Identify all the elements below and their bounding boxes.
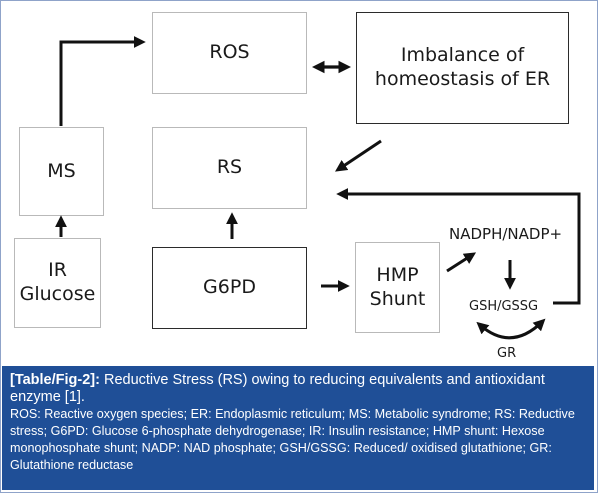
arrow-imbalance-to-rs xyxy=(335,139,382,172)
caption-title: Reductive Stress (RS) owing to reducing … xyxy=(10,372,545,405)
g6pd-box: G6PD xyxy=(152,247,307,329)
figure-caption: [Table/Fig-2]: Reductive Stress (RS) owi… xyxy=(2,366,594,490)
hmp-label-line2: Shunt xyxy=(369,287,426,310)
arrow-gsh-to-rs xyxy=(336,188,581,305)
imbalance-label-line1: Imbalance of xyxy=(400,44,525,67)
gsh-gssg-label: GSH/GSSG xyxy=(469,299,539,314)
caption-body: ROS: Reactive oxygen species; ER: Endopl… xyxy=(10,407,575,472)
nadph-label: NADPH/NADP+ xyxy=(449,225,563,243)
ir-label-line2: Glucose xyxy=(19,283,96,305)
gr-label: GR xyxy=(497,346,517,361)
rs-label: RS xyxy=(216,156,243,179)
ms-label: MS xyxy=(47,159,76,182)
ir-glucose-box: IR Glucose xyxy=(14,238,101,328)
ros-box: ROS xyxy=(152,12,307,94)
rs-box: RS xyxy=(152,127,307,209)
g6pd-label: G6PD xyxy=(203,276,256,299)
hmp-shunt-box: HMP Shunt xyxy=(355,242,440,333)
arrow-hmp-to-nadph xyxy=(446,252,477,273)
ms-box: MS xyxy=(19,127,104,216)
ir-label-line1: IR xyxy=(48,259,67,282)
imbalance-label-line2: homeostasis of ER xyxy=(374,68,551,90)
arrow-ms-to-ros xyxy=(59,36,146,126)
imbalance-er-box: Imbalance of homeostasis of ER xyxy=(356,12,569,124)
ros-label: ROS xyxy=(209,41,250,64)
hmp-label-line1: HMP xyxy=(376,263,419,286)
caption-tag: [Table/Fig-2]: xyxy=(10,372,100,388)
caption-title-line: [Table/Fig-2]: Reductive Stress (RS) owi… xyxy=(10,372,586,406)
arrow-gr-cycle xyxy=(476,318,546,340)
